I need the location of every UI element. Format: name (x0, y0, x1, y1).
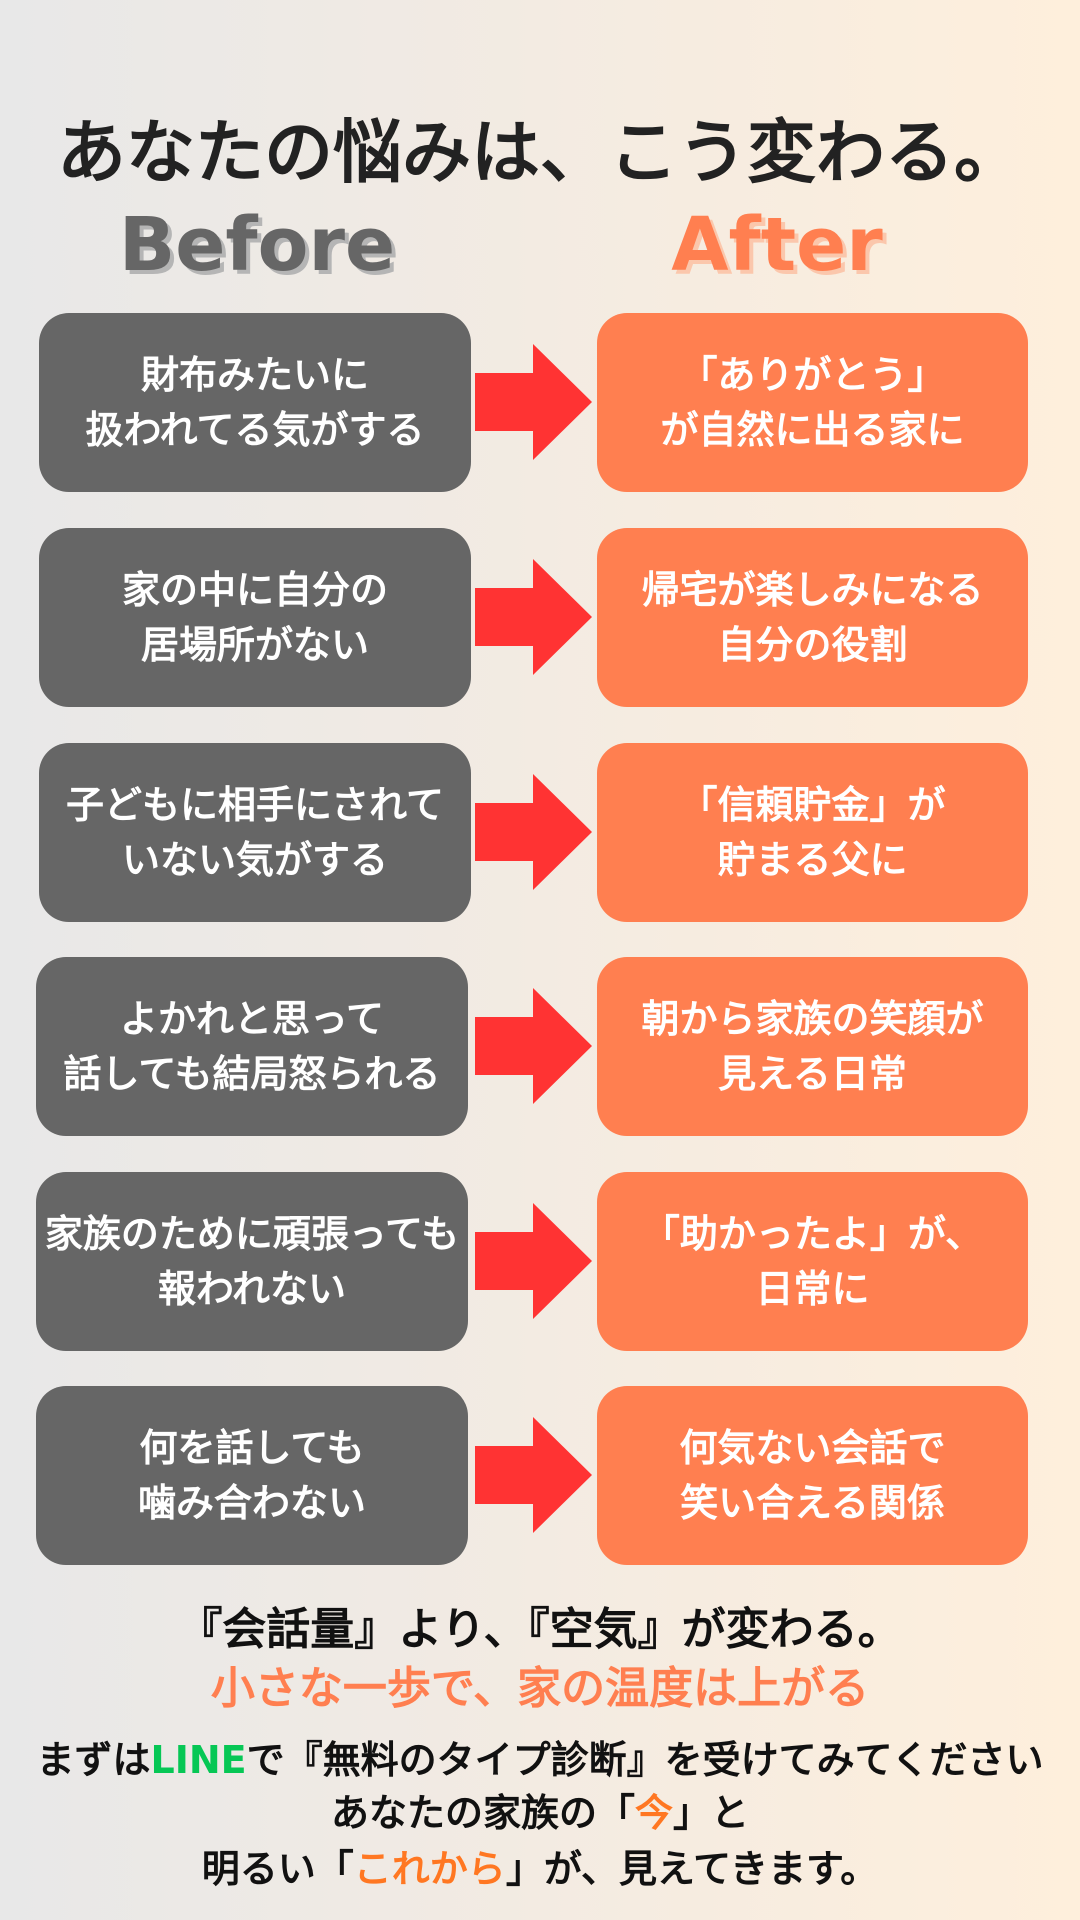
after-text-line: が自然に出る家に (660, 407, 965, 452)
line-brand-link[interactable]: LINE (150, 1738, 247, 1782)
cta-text: 明るい「 (201, 1847, 354, 1891)
right-arrow-icon (475, 344, 592, 460)
right-arrow-icon (475, 559, 592, 675)
before-text-line: よかれと思って (119, 996, 385, 1041)
cta-text: 」が、見えてきます。 (505, 1847, 879, 1891)
before-box: よかれと思って 話しても結局怒られる (36, 957, 468, 1136)
comparison-row: よかれと思って 話しても結局怒られる 朝から家族の笑顔が 見える日常 (0, 957, 1080, 1136)
before-box: 家の中に自分の 居場所がない (39, 528, 471, 707)
cta-line-2: あなたの家族の「今」と (0, 1786, 1080, 1840)
footer-headline: 『会話量』より、『空気』が変わる。 (178, 1604, 902, 1655)
highlight-future: これから (353, 1847, 506, 1891)
before-box: 財布みたいに 扱われてる気がする (39, 313, 471, 492)
after-text-line: 帰宅が楽しみになる (641, 567, 984, 612)
before-text-line: 居場所がない (140, 622, 369, 667)
after-box: 「助かったよ」が、 日常に (597, 1172, 1028, 1351)
cta-text: で『無料のタイプ診断』を受けてみてください (246, 1738, 1044, 1782)
before-text-line: 話しても結局怒られる (63, 1051, 441, 1096)
before-text-line: 子どもに相手にされて (65, 782, 445, 827)
before-text-line: 扱われてる気がする (85, 407, 425, 452)
after-box: 「信頼貯金」が 貯まる父に (597, 743, 1028, 922)
before-text-line: 家族のために頑張っても (44, 1211, 460, 1256)
cta-line-3: 明るい「これから」が、見えてきます。 (0, 1842, 1080, 1896)
after-box: 「ありがとう」 が自然に出る家に (597, 313, 1028, 492)
right-arrow-icon (475, 988, 592, 1104)
comparison-row: 子どもに相手にされて いない気がする 「信頼貯金」が 貯まる父に (0, 743, 1080, 922)
page-title: あなたの悩みは、こう変わる。 (57, 113, 1023, 193)
after-text-line: 笑い合える関係 (680, 1480, 945, 1525)
after-text-line: 見える日常 (718, 1051, 907, 1096)
cta-line-1: まずはLINEで『無料のタイプ診断』を受けてみてください (0, 1733, 1080, 1787)
before-box: 何を話しても 噛み合わない (36, 1386, 468, 1565)
cta-text: あなたの家族の「 (330, 1791, 635, 1835)
after-box: 帰宅が楽しみになる 自分の役割 (597, 528, 1028, 707)
after-text-line: 「助かったよ」が、 (641, 1211, 984, 1256)
before-label: Before (118, 202, 396, 288)
cta-text: まずは (36, 1738, 151, 1782)
after-text-line: 自分の役割 (717, 622, 908, 667)
highlight-now: 今 (634, 1791, 673, 1835)
after-box: 朝から家族の笑顔が 見える日常 (597, 957, 1028, 1136)
right-arrow-icon (475, 774, 592, 890)
comparison-row: 家族のために頑張っても 報われない 「助かったよ」が、 日常に (0, 1172, 1080, 1351)
before-text-line: 報われない (157, 1266, 347, 1311)
after-text-line: 朝から家族の笑顔が (641, 996, 984, 1041)
before-box: 家族のために頑張っても 報われない (36, 1172, 468, 1351)
after-text-line: 「ありがとう」 (679, 352, 946, 397)
before-text-line: いない気がする (121, 837, 388, 882)
after-text-line: 「信頼貯金」が (679, 782, 946, 827)
comparison-row: 財布みたいに 扱われてる気がする 「ありがとう」 が自然に出る家に (0, 313, 1080, 492)
after-text-line: 貯まる父に (717, 837, 908, 882)
before-text-line: 家の中に自分の (121, 567, 388, 612)
comparison-row: 何を話しても 噛み合わない 何気ない会話で 笑い合える関係 (0, 1386, 1080, 1565)
before-box: 子どもに相手にされて いない気がする (39, 743, 471, 922)
after-box: 何気ない会話で 笑い合える関係 (597, 1386, 1028, 1565)
after-text-line: 何気ない会話で (679, 1425, 946, 1470)
right-arrow-icon (475, 1417, 592, 1533)
footer-subheadline: 小さな一歩で、家の温度は上がる (210, 1663, 870, 1714)
after-label: After (671, 202, 883, 288)
cta-text: 」と (673, 1791, 750, 1835)
comparison-row: 家の中に自分の 居場所がない 帰宅が楽しみになる 自分の役割 (0, 528, 1080, 707)
right-arrow-icon (475, 1203, 592, 1319)
before-text-line: 噛み合わない (137, 1480, 366, 1525)
after-text-line: 日常に (755, 1266, 870, 1311)
before-text-line: 何を話しても (139, 1425, 365, 1470)
before-text-line: 財布みたいに (140, 352, 369, 397)
